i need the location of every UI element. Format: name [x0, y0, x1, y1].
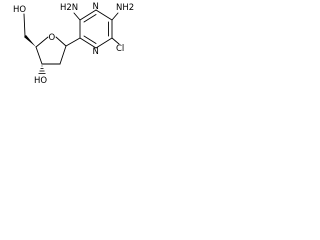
atom-label-amine-left: H2N: [60, 3, 78, 13]
furanose-ring: [35, 36, 67, 65]
ring-double-bond-3: [83, 35, 97, 44]
ring-double-bond-1: [83, 14, 97, 23]
atom-label-chloro: Cl: [116, 44, 124, 54]
sugar-bond-c3-c4: [35, 46, 43, 65]
bond-chloro: [111, 37, 120, 45]
ring-bond-c3-n4: [79, 37, 97, 49]
sugar-bond-c1-o: [55, 36, 67, 47]
atom-label-nitrogen-top: N: [93, 2, 99, 12]
ring-bond-c2-c3: [95, 37, 113, 49]
bond-ring-to-sugar: [65, 37, 81, 47]
wedge-bond-ch2: [24, 35, 36, 47]
pyrazine-ring: [79, 9, 113, 49]
atom-label-nitrogen-bottom: N: [93, 47, 99, 57]
molecule-structure: H2N NH2 N N Cl O HO HO: [13, 2, 134, 86]
atom-label-hydroxyl: HO: [34, 76, 47, 86]
hashed-bond-oh: [38, 65, 46, 74]
bond-ch2-oh: [23, 13, 26, 37]
sugar-bond-o-c4: [35, 36, 49, 48]
bond-amine-left: [73, 12, 81, 21]
ring-bond-c6-n1: [95, 9, 113, 21]
bond-amine-right: [111, 12, 119, 21]
sugar-bond-c1-c2: [59, 45, 67, 65]
atom-label-amine-right: NH2: [116, 3, 134, 13]
ring-bond-c5-c6: [79, 9, 97, 21]
atom-label-ring-oxygen: O: [49, 33, 56, 43]
atom-label-hydroxymethyl: HO: [13, 5, 26, 15]
